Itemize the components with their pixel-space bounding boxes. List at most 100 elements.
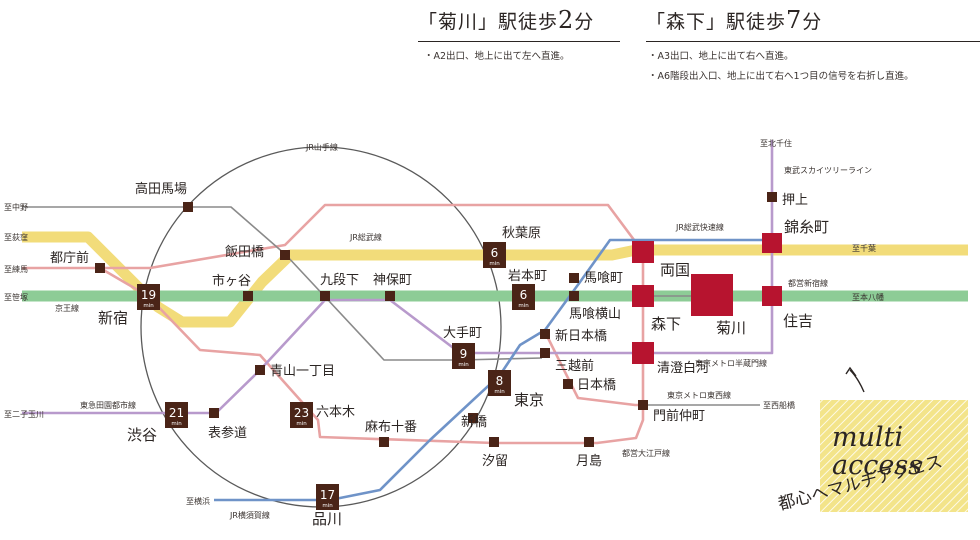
station-oshiage[interactable] bbox=[767, 192, 777, 202]
label-oshiage: 押上 bbox=[782, 193, 808, 208]
dest-ogikubo: 至荻窪 bbox=[4, 232, 28, 242]
label-takadanobaba: 高田馬場 bbox=[135, 181, 187, 197]
line-label-skytree: 東武スカイツリーライン bbox=[784, 165, 872, 175]
morishita-note-2: ・A6階段出入口、地上に出て右へ1つ目の信号を右折し直進。 bbox=[648, 71, 914, 82]
station-takadanobaba[interactable] bbox=[183, 202, 193, 212]
dest-yokohama: 至横浜 bbox=[186, 496, 210, 506]
badge-hatch bbox=[820, 400, 968, 512]
station-bakuroyokoyama[interactable] bbox=[569, 291, 579, 301]
line-label-toshin-shinjuku: 都営新宿線 bbox=[788, 278, 828, 288]
svg-text:min: min bbox=[458, 362, 469, 368]
label-shinagawa: 品川 bbox=[312, 510, 342, 528]
station-shinnihombashi[interactable] bbox=[540, 329, 550, 339]
svg-text:min: min bbox=[322, 503, 333, 509]
multi-access-badge: multi access 都心へマルチアクセス bbox=[776, 366, 968, 515]
label-roppongi: 六本木 bbox=[316, 405, 355, 420]
station-kiyosumishirakawa[interactable] bbox=[632, 342, 654, 364]
label-tokyo: 東京 bbox=[514, 391, 544, 409]
station-iidabashi[interactable] bbox=[280, 250, 290, 260]
label-monzennakacho: 門前仲町 bbox=[653, 408, 705, 424]
svg-text:6: 6 bbox=[491, 246, 499, 260]
dest-futakotamagawa: 至二子玉川 bbox=[4, 410, 44, 419]
svg-text:min: min bbox=[143, 303, 154, 309]
label-ryogoku: 両国 bbox=[660, 261, 690, 279]
svg-text:17: 17 bbox=[320, 488, 335, 502]
divider bbox=[646, 41, 980, 42]
svg-text:9: 9 bbox=[460, 347, 468, 361]
station-kudanshita[interactable] bbox=[320, 291, 330, 301]
svg-text:23: 23 bbox=[294, 406, 309, 420]
label-jimbocho: 神保町 bbox=[373, 273, 412, 288]
line-label-hanzomon: 東京メトロ半蔵門線 bbox=[695, 358, 767, 368]
station-monzennakacho[interactable] bbox=[638, 400, 648, 410]
label-kudanshita: 九段下 bbox=[320, 273, 359, 288]
svg-text:19: 19 bbox=[141, 288, 156, 302]
label-iwamotocho: 岩本町 bbox=[508, 269, 547, 284]
line-label-sobu-rapid: JR総武快速線 bbox=[675, 222, 724, 232]
station-kikukawa[interactable] bbox=[691, 274, 733, 316]
station-tsukishima[interactable] bbox=[584, 437, 594, 447]
station-morishita[interactable] bbox=[632, 285, 654, 307]
oedo-line-south bbox=[99, 266, 645, 445]
dest-sasazuka: 至笹塚 bbox=[4, 292, 28, 302]
morishita-note-1: ・A3出口、地上に出て右へ直進。 bbox=[648, 51, 794, 62]
line-label-yamanote: JR山手線 bbox=[305, 142, 338, 152]
label-aoyamaitchome: 青山一丁目 bbox=[270, 364, 335, 379]
badge-multi: multi bbox=[832, 422, 903, 453]
label-nihombashi: 日本橋 bbox=[577, 378, 616, 393]
station-kinshicho[interactable] bbox=[762, 233, 782, 253]
station-azabujuban[interactable] bbox=[379, 437, 389, 447]
svg-text:min: min bbox=[518, 303, 529, 309]
station-ryogoku[interactable] bbox=[632, 241, 654, 263]
station-sumiyoshi[interactable] bbox=[762, 286, 782, 306]
station-jimbocho[interactable] bbox=[385, 291, 395, 301]
kikukawa-title: 「菊川」駅徒歩2分 bbox=[418, 6, 595, 34]
oedo-line-north bbox=[22, 203, 645, 270]
label-kinshicho: 錦糸町 bbox=[784, 218, 829, 236]
station-mitsukoshimae[interactable] bbox=[540, 348, 550, 358]
badge-arrowhead bbox=[845, 366, 857, 377]
label-tochomae: 都庁前 bbox=[50, 250, 89, 266]
divider bbox=[418, 41, 620, 42]
station-shimbashi[interactable] bbox=[468, 413, 478, 423]
label-ichigaya: 市ヶ谷 bbox=[212, 273, 251, 289]
svg-text:min: min bbox=[489, 261, 500, 267]
svg-text:6: 6 bbox=[520, 288, 528, 302]
svg-text:min: min bbox=[171, 421, 182, 427]
line-label-yokosuka: JR横須賀線 bbox=[229, 510, 270, 520]
kikukawa-note: ・A2出口、地上に出て左へ直進。 bbox=[424, 51, 570, 62]
label-bakurocho: 馬喰町 bbox=[584, 270, 623, 286]
station-tochomae[interactable] bbox=[95, 263, 105, 273]
line-labels: JR山手線 JR総武線 JR総武快速線 京王線 都営新宿線 東京メトロ半蔵門線 … bbox=[55, 142, 872, 520]
station-labels: 高田馬場 飯田橋 市ヶ谷 都庁前 新宿 九段下 神保町 秋葉原 岩本町 馬喰町 … bbox=[50, 181, 829, 528]
line-label-oedo: 都営大江戸線 bbox=[622, 448, 670, 458]
station-shiodome[interactable] bbox=[489, 437, 499, 447]
station-bakurocho[interactable] bbox=[569, 273, 579, 283]
svg-text:8: 8 bbox=[496, 374, 504, 388]
label-shiodome: 汐留 bbox=[482, 453, 508, 469]
station-ichigaya[interactable] bbox=[243, 291, 253, 301]
svg-text:min: min bbox=[494, 389, 505, 395]
label-kiyosumishirakawa: 清澄白河 bbox=[657, 360, 709, 376]
morishita-title: 「森下」駅徒歩7分 bbox=[646, 6, 823, 34]
label-kikukawa: 菊川 bbox=[716, 319, 746, 337]
badge-arrow bbox=[849, 369, 865, 393]
label-shibuya: 渋谷 bbox=[127, 426, 157, 444]
label-tsukishima: 月島 bbox=[576, 454, 602, 469]
station-nihombashi[interactable] bbox=[563, 379, 573, 389]
line-label-denentoshi: 東急田園都市線 bbox=[80, 400, 136, 410]
line-label-sobu: JR総武線 bbox=[349, 232, 382, 242]
label-morishita: 森下 bbox=[651, 315, 681, 333]
destination-labels: 至中野 至荻窪 至練馬 至笹塚 至二子玉川 至横浜 至北千住 至千葉 至本八幡 … bbox=[4, 138, 884, 506]
station-aoyamaitchome[interactable] bbox=[255, 365, 265, 375]
label-otemachi: 大手町 bbox=[443, 326, 482, 341]
label-omotesando: 表参道 bbox=[208, 425, 247, 441]
station-omotesando[interactable] bbox=[209, 408, 219, 418]
svg-text:min: min bbox=[296, 421, 307, 427]
